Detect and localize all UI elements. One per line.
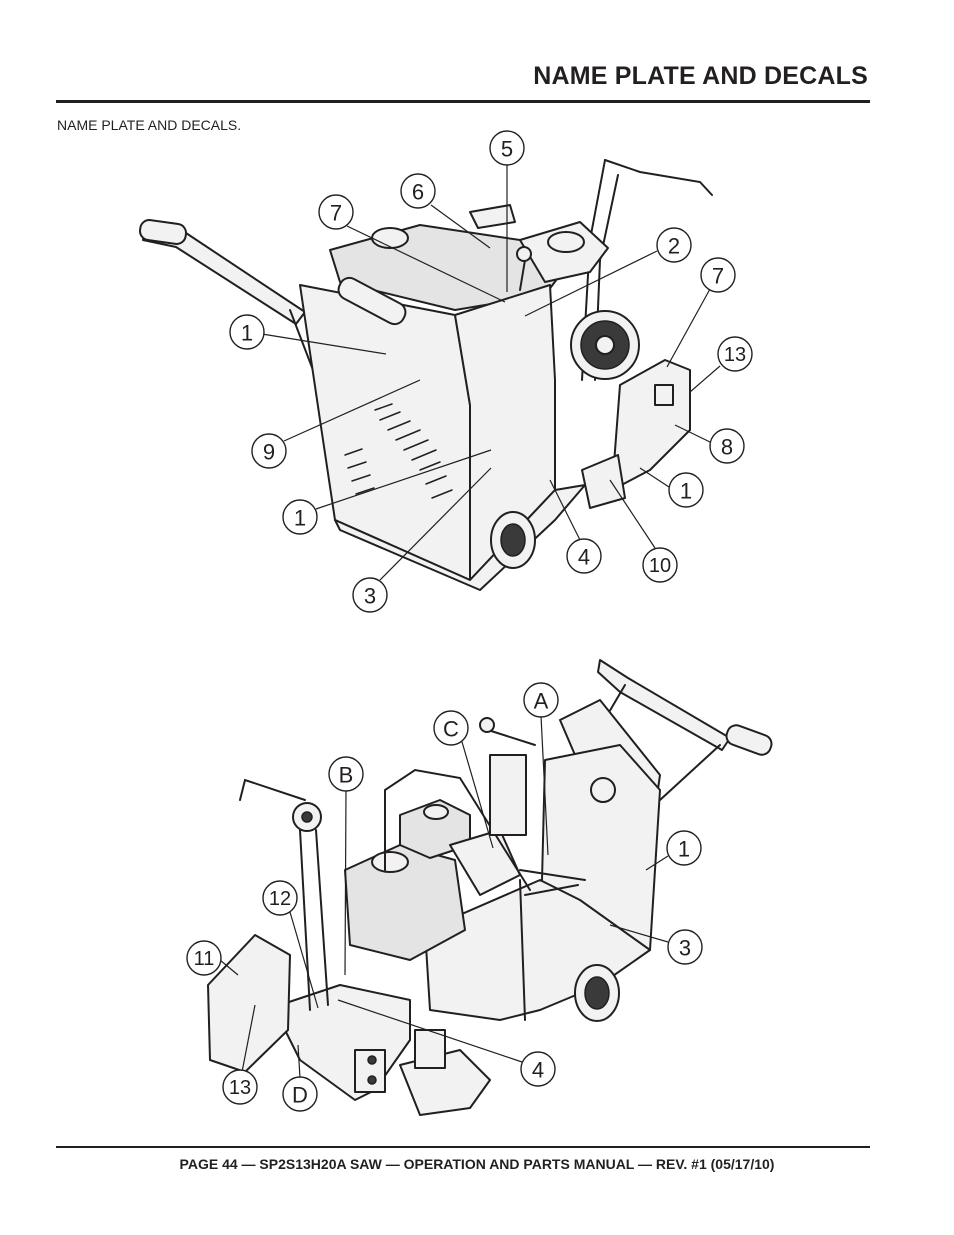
callout-10: 10	[642, 547, 678, 583]
callout-A: A	[523, 682, 559, 718]
leader-lines-bottom	[219, 715, 669, 1079]
svg-text:7: 7	[712, 264, 724, 289]
callout-9: 9	[251, 433, 287, 469]
svg-text:9: 9	[263, 440, 275, 465]
callout-3b: 3	[667, 929, 703, 965]
page-footer: PAGE 44 — SP2S13H20A SAW — OPERATION AND…	[179, 1156, 775, 1172]
callout-1b: 1	[668, 472, 704, 508]
callout-4: 4	[566, 538, 602, 574]
footer-rule	[56, 1146, 870, 1148]
callout-11: 11	[186, 940, 222, 976]
svg-text:1: 1	[680, 479, 692, 504]
callout-3: 3	[352, 577, 388, 613]
svg-text:11: 11	[194, 948, 215, 970]
svg-text:4: 4	[532, 1058, 544, 1083]
leader-lines-top	[261, 165, 721, 581]
svg-text:A: A	[534, 689, 549, 714]
callout-B: B	[328, 756, 364, 792]
svg-text:D: D	[292, 1083, 308, 1108]
callout-7b: 7	[700, 257, 736, 293]
svg-text:12: 12	[269, 888, 291, 910]
callouts-top: 5 6 7 2 7 13 1 8 9 1 1 4 10 3	[229, 130, 753, 613]
callouts-bottom: A C B 1 12 3 11 4 13 D	[186, 682, 703, 1112]
svg-text:3: 3	[364, 584, 376, 609]
callout-1: 1	[229, 314, 265, 350]
callout-13: 13	[717, 336, 753, 372]
callout-1d: 1	[666, 830, 702, 866]
svg-text:3: 3	[679, 936, 691, 961]
svg-text:2: 2	[668, 234, 680, 259]
svg-text:8: 8	[721, 435, 733, 460]
header-rule	[56, 100, 870, 103]
callout-13b: 13	[222, 1069, 258, 1105]
svg-text:C: C	[443, 717, 459, 742]
saw-illustration-top	[138, 159, 713, 591]
callout-D: D	[282, 1076, 318, 1112]
svg-text:4: 4	[578, 545, 590, 570]
callout-C: C	[433, 710, 469, 746]
callout-1c: 1	[282, 499, 318, 535]
callout-12: 12	[262, 880, 298, 916]
svg-text:1: 1	[678, 837, 690, 862]
svg-text:6: 6	[412, 180, 424, 205]
callout-8: 8	[709, 428, 745, 464]
svg-text:5: 5	[501, 137, 513, 162]
svg-text:7: 7	[330, 201, 342, 226]
callout-4b: 4	[520, 1051, 556, 1087]
svg-text:1: 1	[294, 506, 306, 531]
callout-5: 5	[489, 130, 525, 166]
svg-text:10: 10	[649, 555, 671, 577]
svg-text:1: 1	[241, 321, 253, 346]
figure-caption: NAME PLATE AND DECALS.	[57, 117, 242, 133]
page-title: NAME PLATE AND DECALS	[533, 62, 868, 90]
svg-text:B: B	[339, 763, 354, 788]
callout-6: 6	[400, 173, 436, 209]
svg-text:13: 13	[229, 1077, 251, 1099]
svg-text:13: 13	[724, 344, 746, 366]
callout-2: 2	[656, 227, 692, 263]
callout-7: 7	[318, 194, 354, 230]
